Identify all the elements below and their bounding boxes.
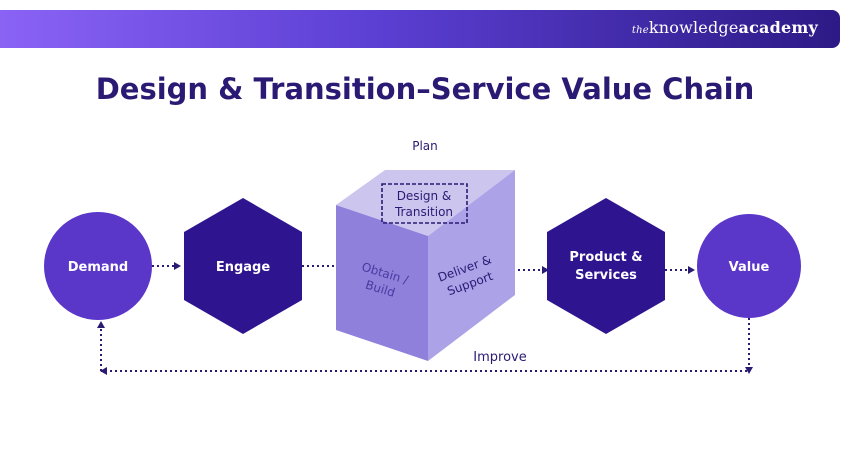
page-title: Design & Transition–Service Value Chain bbox=[95, 72, 755, 106]
brand-prefix: the bbox=[631, 25, 649, 36]
demand-circle bbox=[44, 212, 152, 320]
improve-loop-path bbox=[100, 318, 750, 375]
design-transition-label-line2: Transition bbox=[394, 205, 453, 219]
cube-top-face bbox=[336, 170, 515, 236]
engage-label: Engage bbox=[216, 260, 271, 275]
demand-label: Demand bbox=[68, 260, 129, 275]
improve-loop-end-arrow bbox=[745, 367, 753, 374]
brand-logo: theknowledgeacademy bbox=[632, 18, 818, 37]
product-services-label-line1: Product & bbox=[569, 250, 642, 265]
product-services-hexagon bbox=[547, 198, 665, 334]
brand-name: knowledge bbox=[648, 18, 739, 37]
product-services-label-line2: Services bbox=[575, 268, 637, 283]
value-circle bbox=[697, 214, 801, 318]
design-transition-label-line1: Design & bbox=[397, 189, 452, 203]
header-banner: theknowledgeacademy bbox=[0, 10, 840, 48]
value-label: Value bbox=[729, 260, 770, 275]
design-transition-box bbox=[381, 183, 468, 224]
engage-hexagon bbox=[184, 198, 302, 334]
cube-left-face bbox=[336, 205, 428, 361]
improve-label: Improve bbox=[473, 350, 526, 365]
cube-right-face bbox=[428, 170, 515, 361]
brand-name-bold: academy bbox=[738, 18, 818, 37]
plan-label: Plan bbox=[412, 139, 438, 153]
